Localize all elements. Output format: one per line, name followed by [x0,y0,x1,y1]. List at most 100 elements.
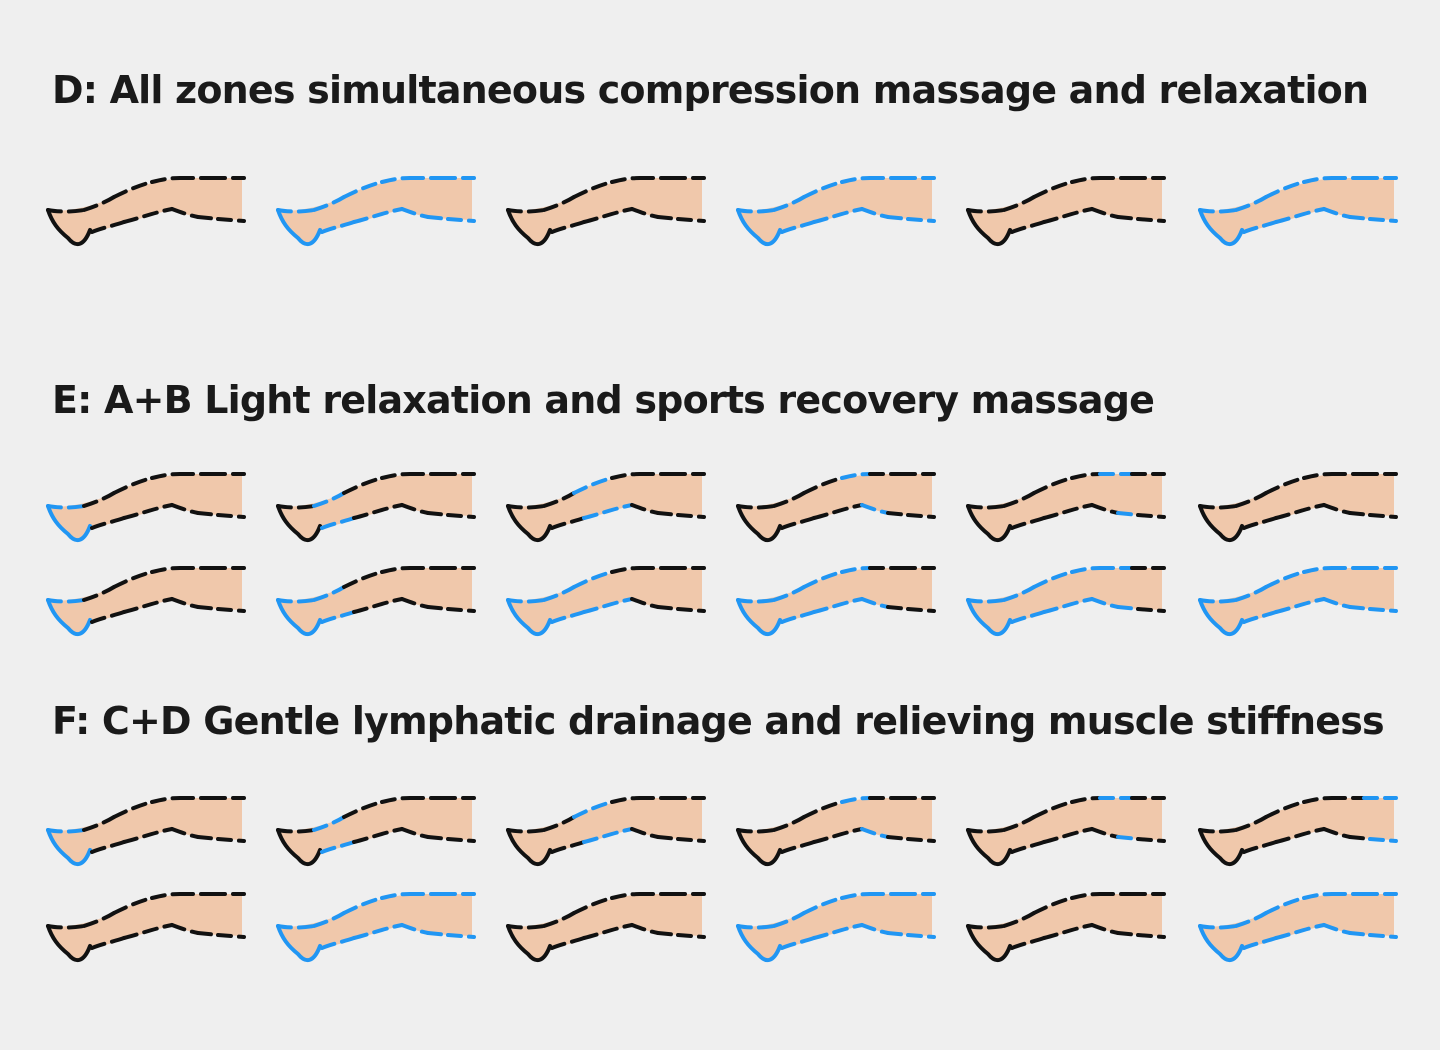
foot-zone-outline [1198,504,1244,543]
calf-zone-outline-active [802,896,844,915]
ankle-zone-outline-active [1234,195,1268,212]
foot-zone-outline [46,208,92,247]
top-zone-outline [216,217,246,223]
calf-zone-outline-active [582,597,634,614]
leg-icon [46,796,246,867]
calf-zone-outline [122,597,174,614]
calf-zone-outline-active [1042,597,1094,614]
knee-zone-outline [610,892,642,900]
section-f-heading: F: C+D Gentle lymphatic drainage and rel… [52,699,1385,743]
ankle-zone-outline-active [772,585,806,602]
ankle-zone-outline [1010,220,1046,234]
knee-zone-outline [1070,176,1102,184]
ankle-zone-outline [1002,911,1036,928]
calf-zone-outline-active [812,923,864,940]
foot-zone-outline-active [46,504,92,543]
section-e-leg-row-2 [0,560,1440,650]
leg-icon [966,566,1166,637]
thigh-zone-outline [1116,931,1140,937]
ankle-zone-outline-active [312,585,346,602]
top-zone-outline [676,837,706,843]
leg-silhouette [278,894,472,961]
leg-icon [736,796,936,867]
foot-zone-outline [506,828,546,834]
foot-zone-outline-active [736,924,782,963]
calf-zone-outline [1042,923,1094,940]
leg-silhouette [508,894,702,961]
top-zone-outline [446,607,476,613]
thigh-zone-outline [426,835,450,841]
ankle-zone-outline-active [780,610,816,624]
ankle-zone-outline [82,585,116,602]
thigh-zone-outline [196,215,220,221]
ankle-zone-outline [542,911,576,928]
foot-zone-outline [46,924,92,963]
foot-zone-outline [736,504,776,510]
calf-zone-outline [112,476,154,495]
foot-zone-outline [736,828,782,867]
ankle-zone-outline [1234,815,1268,832]
knee-zone-outline [380,566,412,574]
calf-zone-outline [112,180,154,199]
leg-silhouette [278,568,472,635]
foot-zone-outline-active [1198,598,1244,637]
knee-zone-outline-active [1322,597,1352,609]
foot-zone-outline [1198,828,1238,834]
leg-icon [966,472,1166,543]
leg-icon [276,796,476,867]
ankle-zone-outline [550,936,586,950]
thigh-zone-outline [196,511,220,517]
foot-zone-outline-active [1198,208,1244,247]
calf-zone-outline-active [572,476,614,495]
top-zone-outline [1368,513,1398,519]
calf-zone-outline [112,570,154,589]
leg-silhouette [48,798,242,865]
ankle-zone-outline-active [1234,585,1268,602]
thigh-zone-outline-active [1348,931,1372,937]
foot-zone-outline-active [276,208,322,247]
ankle-zone-outline [82,815,116,832]
foot-zone-outline-active [276,924,322,963]
calf-zone-outline [1042,503,1094,520]
knee-zone-outline [150,472,182,480]
calf-zone-outline-active [1264,570,1306,589]
calf-zone-outline [342,800,384,819]
ankle-zone-outline-active [1242,610,1278,624]
knee-zone-outline-active [1302,892,1334,900]
foot-zone-outline [1198,828,1244,867]
thigh-zone-outline-active [1116,605,1140,611]
knee-zone-outline [150,796,182,804]
knee-zone-outline [1070,472,1102,480]
foot-zone-outline [276,504,316,510]
top-zone-outline [216,607,246,613]
top-zone-outline [1136,217,1166,223]
top-zone-outline-active [1368,837,1398,843]
top-zone-outline [676,217,706,223]
ankle-zone-outline-active [780,936,816,950]
calf-zone-outline [812,827,864,844]
calf-zone-outline [1274,827,1326,844]
foot-zone-outline [46,924,86,930]
top-zone-outline [906,607,936,613]
leg-icon [966,176,1166,247]
foot-zone-outline [966,208,1006,214]
knee-zone-outline-active [1070,566,1102,574]
ankle-zone-outline [772,815,806,832]
knee-zone-outline-active [860,827,890,839]
leg-icon [506,796,706,867]
leg-silhouette [968,798,1162,865]
leg-icon [46,176,246,247]
leg-silhouette [1200,568,1394,635]
knee-zone-outline-active [860,597,890,609]
leg-icon [736,472,936,543]
ankle-zone-outline-active [312,815,346,832]
calf-zone-outline-active [802,180,844,199]
top-zone-outline-active [906,933,936,939]
top-zone-outline [676,933,706,939]
thigh-zone-outline [196,835,220,841]
calf-zone-outline-active [572,570,614,589]
ankle-zone-outline-active [312,195,346,212]
foot-zone-outline [506,924,552,963]
leg-icon [736,176,936,247]
foot-zone-outline-active [46,828,92,867]
